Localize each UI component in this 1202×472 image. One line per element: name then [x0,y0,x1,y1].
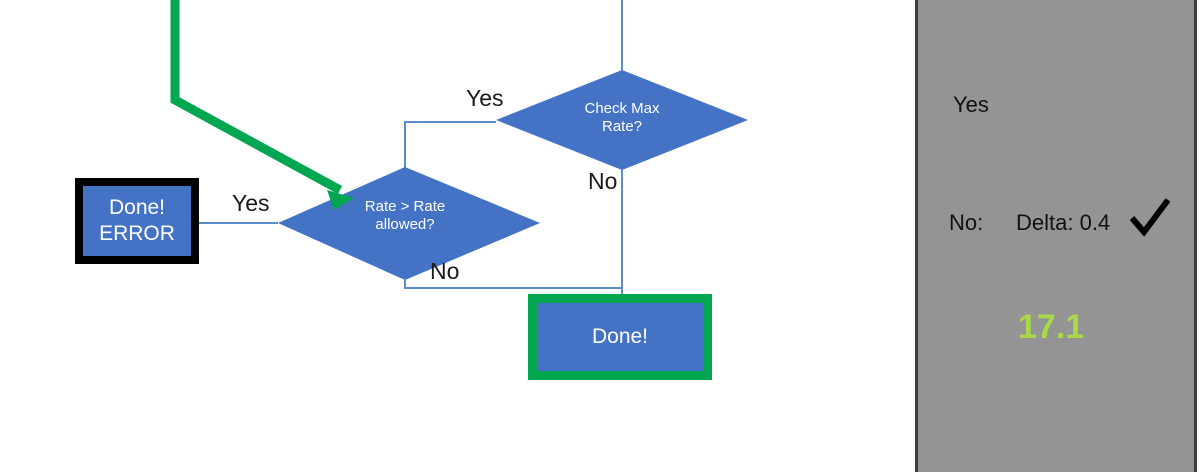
panel-result-value: 17.1 [1018,308,1085,346]
branch-label-yes-to-check-max: Yes [466,85,504,111]
branch-label-no-from-rate-gt: No [430,258,460,284]
diamond-check-max-rate[interactable] [496,70,748,170]
panel-delta-value: Delta: 0.4 [1016,210,1111,235]
branch-label-no-from-check-max: No [588,168,618,194]
branch-label-yes-to-done-error: Yes [232,190,270,216]
box-done-error-label: Done! ERROR [99,196,175,245]
box-done-error[interactable]: Done! ERROR [75,178,199,264]
check-mark-icon [1129,198,1171,237]
connector-rate-gt-no-to-done [404,280,622,289]
box-done-ok[interactable]: Done! [528,294,712,380]
panel-yes-label: Yes [953,92,989,117]
gray-info-panel [915,0,1197,472]
diamond-rate-greater-than-allowed[interactable] [278,167,540,280]
green-highlight-arrowhead [327,190,354,210]
green-highlight-arrow-shaft [170,0,343,194]
box-done-ok-label: Done! [591,325,649,349]
panel-no-label: No: [949,210,984,235]
